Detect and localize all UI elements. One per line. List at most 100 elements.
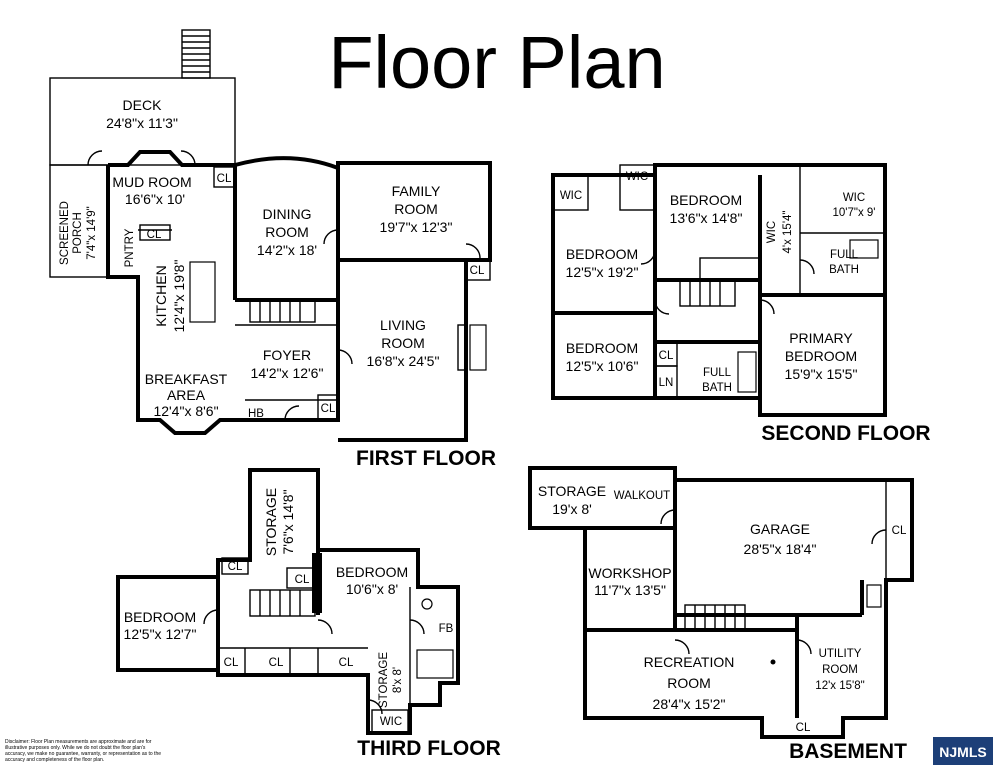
room-tag: CL — [224, 657, 239, 669]
room-tag: CL — [147, 229, 162, 241]
room-dims: 19'7"x 12'3" — [380, 219, 453, 235]
room-dims: 19'x 8' — [552, 501, 592, 517]
first-floor-stairs — [249, 299, 316, 323]
room-dims: 28'5"x 18'4" — [744, 541, 817, 557]
room-dims: 28'4"x 15'2" — [653, 696, 726, 712]
room-name: WIC — [843, 192, 865, 204]
room-tag: CL — [659, 350, 674, 362]
room-name: STORAGE — [263, 488, 279, 556]
room-name: FULL — [830, 249, 859, 261]
disclaimer: Disclaimer: Floor Plan measurements are … — [5, 739, 161, 763]
room-dims: 24'8"x 11'3" — [106, 115, 178, 131]
room-dims: 12'4"x 19'8" — [171, 260, 187, 333]
room-name: BEDROOM — [670, 192, 742, 208]
walkout-label: WALKOUT — [614, 490, 670, 502]
room-tag: CL — [470, 265, 485, 277]
njmls-logo: NJMLS — [933, 737, 993, 765]
disclaimer-line: accuracy and completeness of the floor p… — [5, 757, 104, 763]
dining-bay-wall — [234, 156, 339, 170]
room-dims: 12'4"x 8'6" — [153, 403, 218, 419]
room-name: BATH — [702, 382, 732, 394]
room-name: BREAKFAST — [145, 371, 228, 387]
room-tag: HB — [248, 408, 264, 420]
room-tag: LN — [659, 377, 674, 389]
logo-text: NJMLS — [939, 744, 986, 760]
page-title: Floor Plan — [328, 21, 665, 104]
room-name: PRIMARY — [789, 330, 853, 346]
room-name: BEDROOM — [124, 609, 196, 625]
room-tag: CL — [339, 657, 354, 669]
floor-title: BASEMENT — [789, 740, 907, 763]
chimney — [312, 553, 322, 613]
basement: STORAGE 19'x 8' WALKOUT GARAGE 28'5"x 18… — [528, 466, 914, 763]
vanity — [849, 239, 879, 259]
third-floor-exterior-wall — [116, 468, 460, 735]
room-dims: 10'7"x 9' — [832, 207, 875, 219]
room-dims: 14'2"x 18' — [257, 242, 317, 258]
room-name: SCREENED — [59, 201, 71, 265]
room-name: ROOM — [822, 664, 858, 676]
kitchen-island — [189, 261, 216, 323]
room-dims: 12'5"x 12'7" — [124, 626, 197, 642]
room-tag: CL — [228, 561, 243, 573]
room-dims: 4'x 15'4" — [782, 210, 794, 253]
room-name: LIVING — [380, 317, 426, 333]
room-name: WIC — [766, 221, 778, 243]
room-tag: CL — [796, 722, 811, 734]
room-name: BEDROOM — [785, 348, 857, 364]
disclaimer-line: accuracy, we make no guarantee, warranty… — [5, 751, 161, 757]
room-dims: 16'8"x 24'5" — [367, 353, 440, 369]
fireplace — [469, 324, 487, 371]
room-name: ROOM — [265, 224, 309, 240]
room-dims: 12'5"x 19'2" — [566, 264, 639, 280]
room-name: ROOM — [381, 335, 425, 351]
room-name: DINING — [263, 206, 312, 222]
room-name: ROOM — [394, 201, 438, 217]
room-dims: 13'6"x 14'8" — [670, 210, 743, 226]
room-name: GARAGE — [750, 521, 810, 537]
room-dims: 12'5"x 10'6" — [566, 358, 639, 374]
room-name: WORKSHOP — [588, 565, 671, 581]
room-name: FAMILY — [392, 183, 441, 199]
room-dims: 7'4"x 14'9" — [86, 206, 98, 259]
bathtub — [737, 351, 757, 393]
room-name: AREA — [167, 387, 206, 403]
room-tag: WIC — [626, 171, 648, 183]
room-tag: CL — [217, 173, 232, 185]
room-name: FOYER — [263, 347, 311, 363]
room-dims: 7'6"x 14'8" — [280, 489, 296, 554]
room-tag: CL — [892, 525, 907, 537]
floor-title: THIRD FLOOR — [357, 737, 500, 760]
second-floor-stairs — [679, 279, 736, 307]
room-name: FULL — [703, 367, 732, 379]
room-name: BEDROOM — [566, 246, 638, 262]
room-tag: CL — [269, 657, 284, 669]
bathtub — [416, 649, 454, 679]
room-name: UTILITY — [819, 648, 862, 660]
first-floor: DECK 24'8"x 11'3" MUD ROOM 16'6"x 10' DI… — [49, 29, 496, 470]
room-name: STORAGE — [538, 483, 606, 499]
second-floor: BEDROOM 13'6"x 14'8" BEDROOM 12'5"x 19'2… — [551, 163, 931, 445]
room-dims: 10'6"x 8' — [346, 581, 398, 597]
room-name: KITCHEN — [153, 265, 169, 326]
disclaimer-line: illustrative purposes only. While we do … — [5, 745, 146, 751]
disclaimer-line: Disclaimer: Floor Plan measurements are … — [5, 739, 152, 745]
room-name: BEDROOM — [336, 564, 408, 580]
room-name: RECREATION — [644, 654, 735, 670]
room-dims: 11'7"x 13'5" — [594, 582, 666, 598]
basement-exterior-wall — [528, 466, 914, 739]
floor-title: FIRST FLOOR — [356, 447, 496, 470]
room-name: ROOM — [667, 675, 711, 691]
room-dims: 12'x 15'8" — [815, 680, 864, 692]
room-tag: CL — [321, 403, 336, 415]
floor-title: SECOND FLOOR — [761, 422, 930, 445]
room-tag: WIC — [560, 190, 582, 202]
room-name: BEDROOM — [566, 340, 638, 356]
room-dims: 8'x 8' — [392, 667, 404, 693]
room-dims: 14'2"x 12'6" — [251, 365, 324, 381]
room-tag: CL — [295, 574, 310, 586]
room-tag: FB — [439, 623, 454, 635]
room-name: DECK — [123, 97, 163, 113]
room-name: MUD ROOM — [112, 174, 191, 190]
